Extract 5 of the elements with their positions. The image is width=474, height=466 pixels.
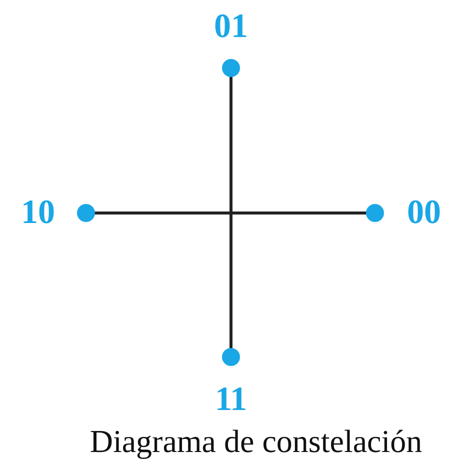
symbol-label: 11	[214, 383, 248, 417]
symbol-label: 01	[214, 10, 248, 44]
caption: Diagrama de constelación	[90, 425, 422, 457]
symbol-label: 10	[21, 196, 55, 230]
symbol-label: 00	[407, 196, 441, 230]
